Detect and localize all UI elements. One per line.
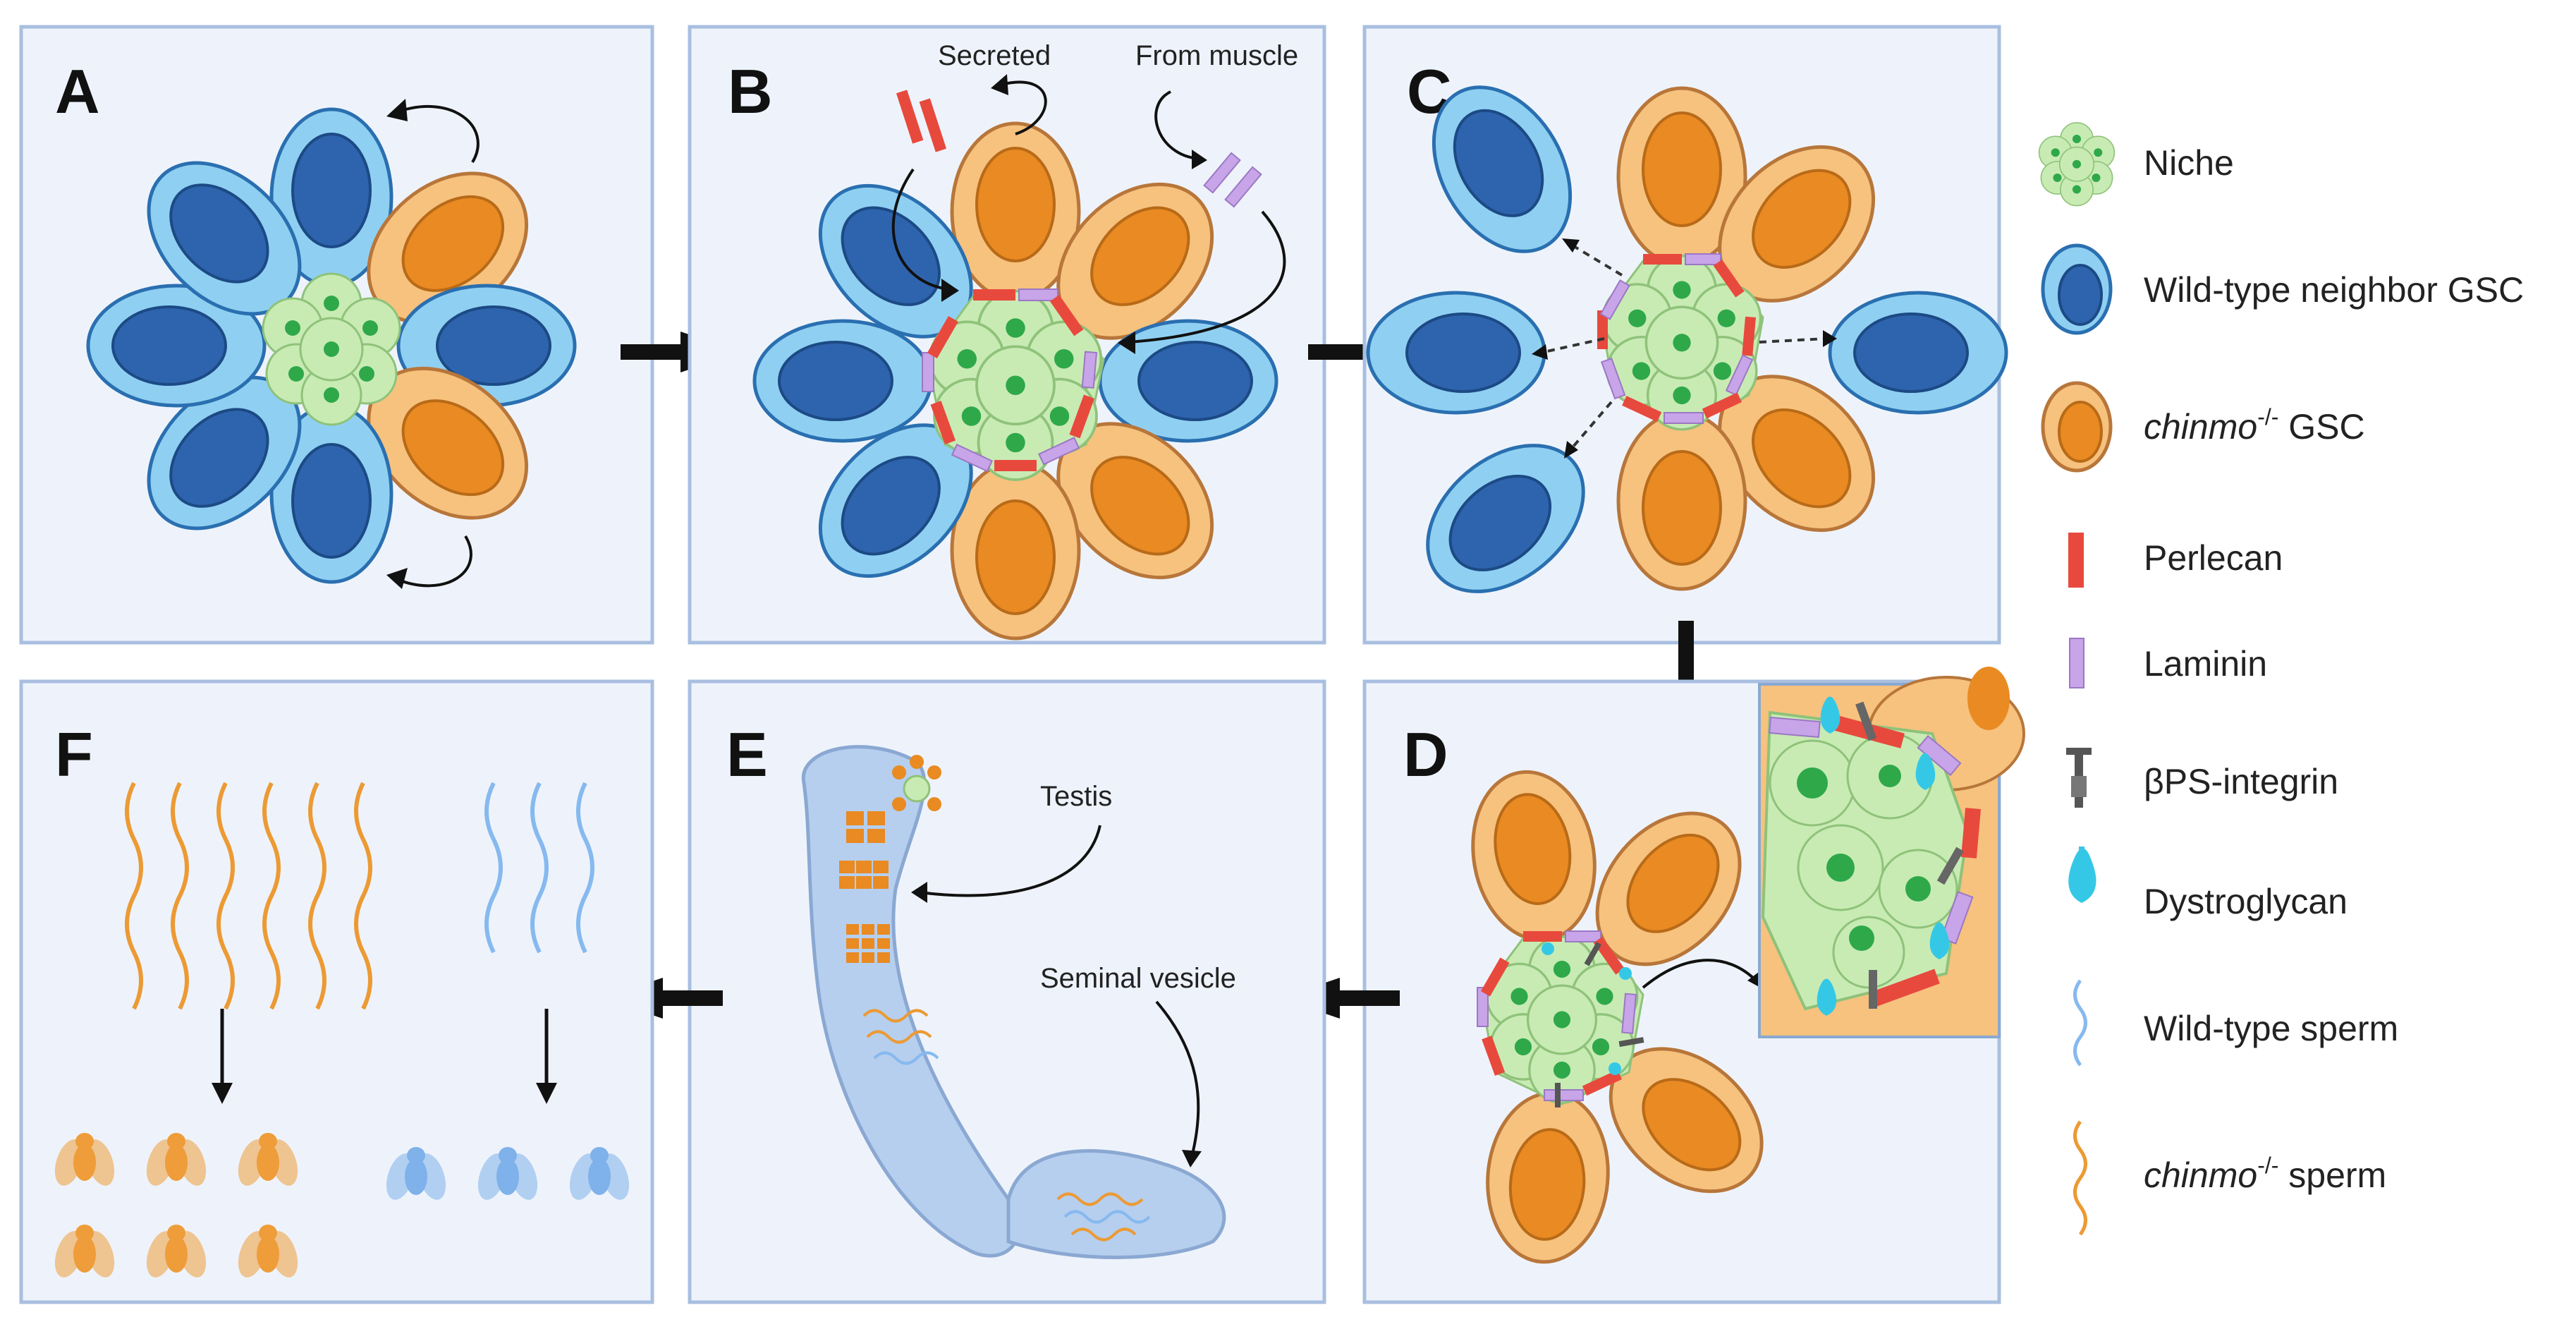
- legend-item-laminin: Laminin: [2069, 638, 2267, 688]
- svg-text:Laminin: Laminin: [2144, 644, 2267, 684]
- panel-e: E Testis Seminal vesicle: [688, 679, 1326, 1304]
- svg-text:chinmo-/- GSC: chinmo-/- GSC: [2144, 404, 2365, 447]
- legend-item-wt-sperm: Wild-type sperm: [2073, 979, 2398, 1067]
- svg-text:chinmo-/- sperm: chinmo-/- sperm: [2144, 1153, 2386, 1195]
- gsc-rosette-a: [86, 107, 577, 584]
- svg-text:Perlecan: Perlecan: [2144, 538, 2283, 578]
- legend: Niche Wild-type neighbor GSC chinmo-/- G…: [2038, 122, 2524, 1236]
- panel-a: A: [19, 25, 654, 645]
- legend-item-niche: Niche: [2038, 122, 2234, 207]
- seminal-vesicle-label: Seminal vesicle: [1040, 963, 1236, 994]
- legend-item-chinmo-sperm: chinmo-/- sperm: [2073, 1120, 2386, 1236]
- curved-arrow-icon: [394, 104, 480, 164]
- zoom-inset: [1758, 667, 2025, 1038]
- panel-label-e: E: [726, 720, 768, 789]
- legend-item-dystroglycan: Dystroglycan: [2068, 846, 2348, 921]
- secreted-label: Secreted: [938, 40, 1051, 71]
- secreted-perlecan-icon: [896, 90, 924, 144]
- panel-d: D: [1362, 667, 2025, 1304]
- panel-label-b: B: [728, 56, 773, 126]
- curved-arrow-icon: [891, 168, 949, 291]
- svg-text:Wild-type sperm: Wild-type sperm: [2144, 1009, 2398, 1048]
- panel-label-a: A: [55, 56, 100, 126]
- perlecan-segment: [973, 289, 1015, 301]
- curved-arrow-icon: [1001, 80, 1047, 135]
- muscle-laminin-icon: [1203, 152, 1241, 194]
- seminal-vesicle: [1006, 1149, 1226, 1259]
- gsc-rosette-b: [752, 121, 1278, 641]
- svg-text:βPS-integrin: βPS-integrin: [2144, 762, 2338, 801]
- panel-b: B Secreted From muscle: [688, 25, 1326, 645]
- svg-text:Wild-type neighbor GSC: Wild-type neighbor GSC: [2144, 270, 2524, 310]
- curved-arrow-icon: [1128, 210, 1286, 344]
- panel-label-d: D: [1403, 720, 1448, 789]
- legend-item-wt-gsc: Wild-type neighbor GSC: [2041, 243, 2524, 335]
- from-muscle-label: From muscle: [1135, 40, 1298, 71]
- panel-c: C: [1362, 25, 2008, 645]
- testis-label: Testis: [1040, 781, 1112, 812]
- curved-arrow-icon: [394, 535, 472, 588]
- wildtype-sperm-group: [484, 782, 594, 954]
- panel-label-f: F: [55, 720, 93, 789]
- svg-text:Dystroglycan: Dystroglycan: [2144, 882, 2348, 921]
- chinmo-sperm-group: [125, 782, 372, 1010]
- panel-f: F: [19, 679, 654, 1304]
- laminin-segment: [1018, 289, 1058, 301]
- svg-text:Niche: Niche: [2144, 143, 2234, 183]
- legend-item-chinmo-gsc: chinmo-/- GSC: [2041, 381, 2365, 473]
- legend-item-integrin: βPS-integrin: [2066, 748, 2338, 808]
- curved-arrow-icon: [1154, 90, 1200, 160]
- legend-item-perlecan: Perlecan: [2068, 533, 2283, 588]
